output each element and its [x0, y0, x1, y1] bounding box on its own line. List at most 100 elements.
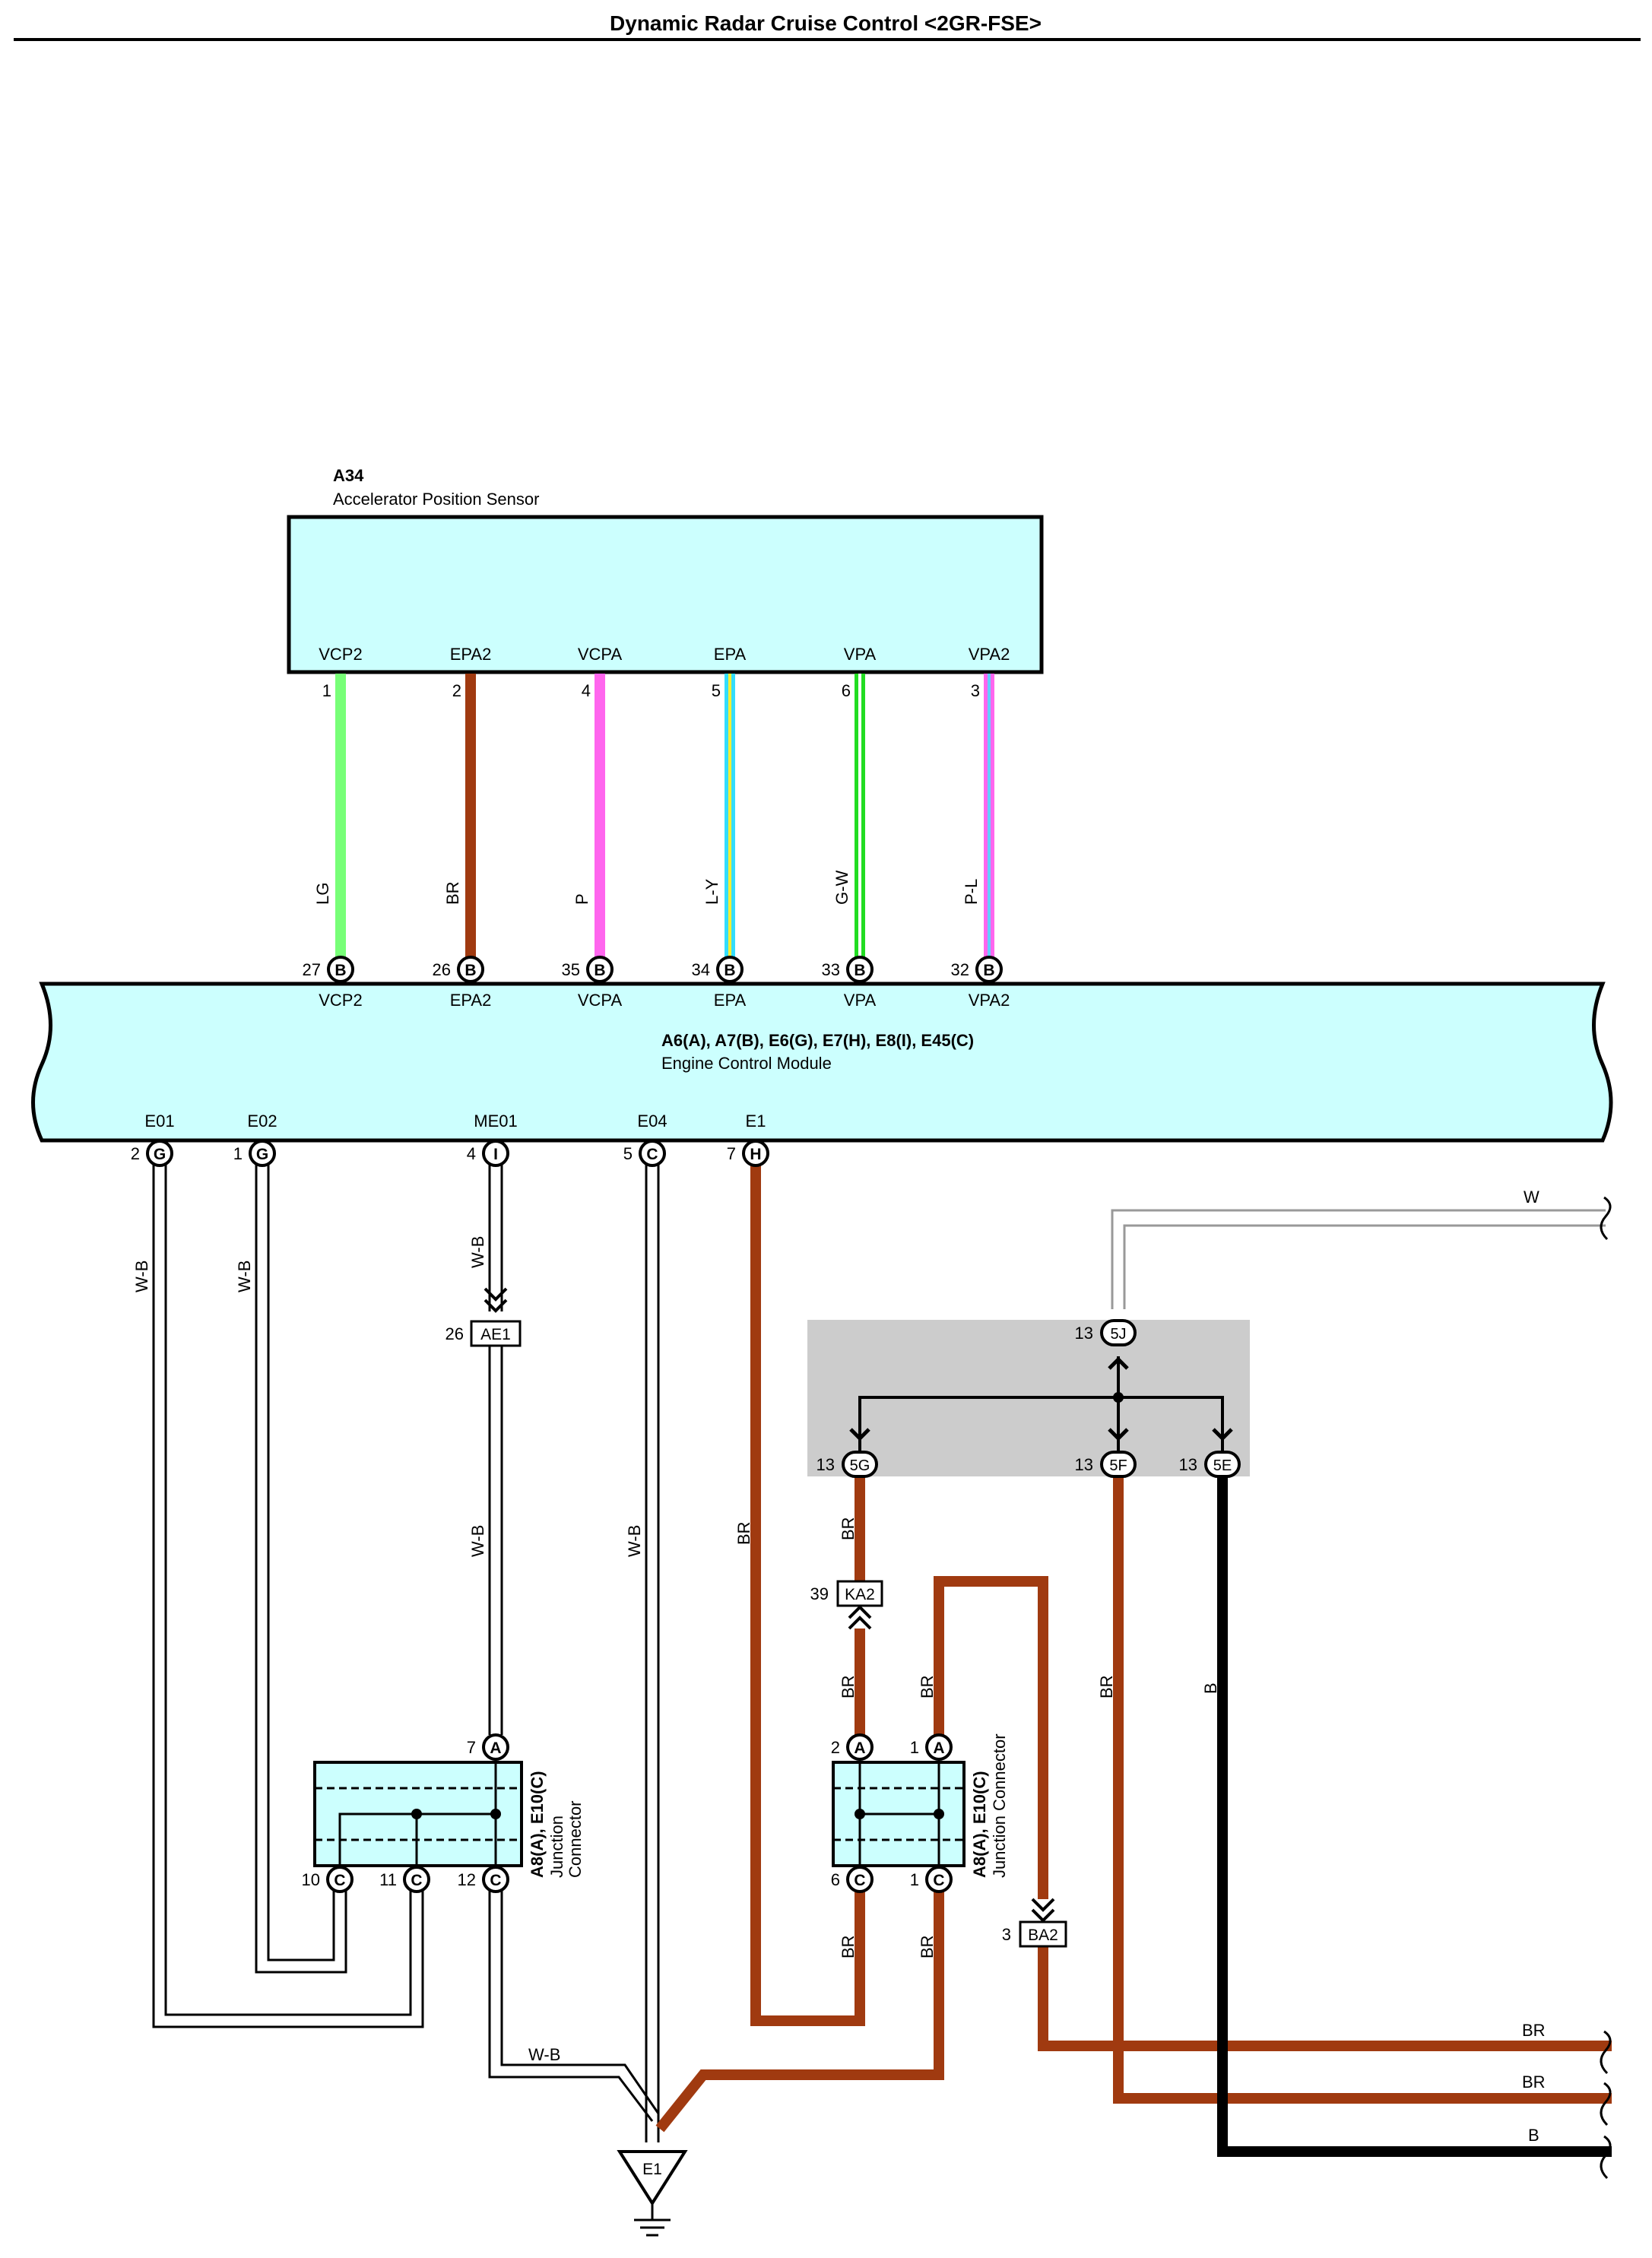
- wire-label-wb-e04: W-B: [625, 1525, 644, 1557]
- ecm-terminal-e04: E04: [637, 1112, 667, 1131]
- svg-text:C: C: [334, 1872, 345, 1889]
- svg-text:5F: 5F: [1109, 1457, 1127, 1474]
- ecm-pin-vcpa: B: [586, 956, 614, 983]
- wire-label-br-e1: BR: [734, 1521, 753, 1545]
- ecm-pin-number-7: 7: [727, 1144, 736, 1163]
- svg-text:C: C: [646, 1146, 658, 1163]
- junction-block-5e-pin: 13: [1179, 1455, 1197, 1474]
- sensor-terminal-epa: EPA: [714, 645, 747, 664]
- svg-text:G: G: [154, 1146, 166, 1163]
- svg-text:C: C: [411, 1872, 422, 1889]
- sensor-pin-6: 6: [842, 681, 851, 700]
- junction-left-pin-10: C: [326, 1866, 354, 1893]
- junction-right-pin-number-a2: 2: [831, 1738, 840, 1757]
- wire-br-out-2: [1113, 1475, 1612, 2104]
- junction-left-codes: A8(A), E10(C): [528, 1771, 547, 1878]
- wire-b-out: [1217, 1475, 1612, 2157]
- junction-right-codes: A8(A), E10(C): [970, 1771, 989, 1878]
- ecm-pin-e04: C: [639, 1140, 666, 1167]
- svg-text:H: H: [750, 1146, 761, 1163]
- junction-right-pin-number-c6: 6: [831, 1870, 840, 1889]
- wire-label-w: W: [1524, 1188, 1539, 1207]
- ecm-terminal-epa: EPA: [714, 991, 747, 1010]
- junction-block-5g-pin: 13: [816, 1455, 835, 1474]
- ecm-pin-e1: H: [742, 1140, 769, 1167]
- sensor-code: A34: [333, 466, 364, 485]
- svg-text:C: C: [933, 1872, 944, 1889]
- junction-right-dot-2: [934, 1809, 944, 1819]
- sensor-pin-3: 3: [971, 681, 980, 700]
- ecm-terminal-e1: E1: [746, 1112, 766, 1131]
- wire-br-e1: [750, 1153, 865, 2026]
- junction-left-pin-number-12: 12: [458, 1870, 476, 1889]
- svg-text:B: B: [465, 962, 476, 979]
- svg-text:G: G: [256, 1146, 268, 1163]
- connector-ka2-arrow: [848, 1605, 872, 1630]
- wire-label-br-epa2: BR: [443, 881, 462, 905]
- ecm-pin-vpa: B: [846, 956, 874, 983]
- wire-label-br-out-1: BR: [1522, 2021, 1546, 2040]
- junction-left-pin-number-11: 11: [379, 1870, 397, 1889]
- ecm-pin-number-34: 34: [692, 960, 710, 979]
- wire-br-jc-a1-ba2: [934, 1576, 1048, 1899]
- sensor-terminal-vpa: VPA: [844, 645, 877, 664]
- wire-label-b-5e: B: [1201, 1682, 1220, 1694]
- junction-right-dot-1: [855, 1809, 865, 1819]
- break-mark-w: [1600, 1196, 1612, 1241]
- ecm-codes: A6(A), A7(B), E6(G), E7(H), E8(I), E45(C…: [661, 1031, 974, 1050]
- ecm-pin-number-32: 32: [951, 960, 969, 979]
- ecm-pin-epa2: B: [457, 956, 484, 983]
- svg-text:C: C: [854, 1872, 865, 1889]
- ecm-pin-number-1: 1: [233, 1144, 243, 1163]
- connector-ba2: [1019, 1920, 1067, 1948]
- wire-w: [1111, 1209, 1606, 1309]
- wire-p: [595, 674, 605, 959]
- wire-br-jc-c1-ground: [655, 1884, 944, 2133]
- wire-p-l: [984, 674, 994, 959]
- wire-label-p-l: P-L: [962, 879, 981, 905]
- wire-g-w: [855, 674, 865, 959]
- junction-block-5f: 5F: [1100, 1451, 1137, 1478]
- wire-l-y: [725, 674, 735, 959]
- wire-label-br-jc-c1: BR: [918, 1935, 937, 1958]
- ecm-pin-number-5: 5: [623, 1144, 633, 1163]
- ecm-pin-number-33: 33: [822, 960, 840, 979]
- junction-right-pin-c6: C: [846, 1866, 874, 1893]
- ecm-terminal-vcpa: VCPA: [578, 991, 623, 1010]
- svg-text:I: I: [493, 1146, 498, 1163]
- junction-block-arrows: [849, 1356, 1233, 1441]
- wire-label-wb-e01: W-B: [132, 1261, 151, 1292]
- ecm-pin-number-4: 4: [467, 1144, 476, 1163]
- wire-label-br-5g: BR: [839, 1517, 858, 1540]
- connector-ae1-label: AE1: [480, 1326, 511, 1343]
- ecm-terminal-epa2: EPA2: [450, 991, 492, 1010]
- connector-ae1: [470, 1320, 522, 1347]
- connector-ba2-pin: 3: [1002, 1925, 1011, 1944]
- wire-label-br-out-2: BR: [1522, 2072, 1546, 2092]
- sensor-pin-4: 4: [582, 681, 591, 700]
- junction-block-5j-pin: 13: [1075, 1324, 1093, 1343]
- ecm-pin-number-35: 35: [562, 960, 580, 979]
- wire-br-epa2: [465, 674, 476, 959]
- ecm-pin-number-27: 27: [303, 960, 321, 979]
- svg-text:B: B: [983, 962, 994, 979]
- junction-block-5e: 5E: [1204, 1451, 1241, 1478]
- junction-right-pin-a2: A: [846, 1733, 874, 1761]
- wire-label-lg: LG: [313, 883, 332, 905]
- svg-text:5E: 5E: [1213, 1457, 1232, 1474]
- wire-label-br-5f: BR: [1097, 1675, 1116, 1698]
- junction-right-label: Junction Connector: [990, 1733, 1009, 1878]
- ecm-pin-epa: B: [716, 956, 744, 983]
- wire-wb-e02: [255, 1153, 347, 1974]
- junction-left-label-2: Connector: [566, 1800, 585, 1878]
- wire-label-br-jc-a1: BR: [918, 1675, 937, 1698]
- sensor-terminal-vpa2: VPA2: [969, 645, 1010, 664]
- ecm-terminal-vpa: VPA: [844, 991, 877, 1010]
- connector-ba2-label: BA2: [1028, 1927, 1058, 1944]
- connector-ka2-label: KA2: [845, 1586, 875, 1603]
- ecm-pin-number-26: 26: [433, 960, 451, 979]
- svg-text:B: B: [335, 962, 346, 979]
- svg-text:A: A: [854, 1739, 865, 1757]
- junction-right-pin-number-a1: 1: [910, 1738, 919, 1757]
